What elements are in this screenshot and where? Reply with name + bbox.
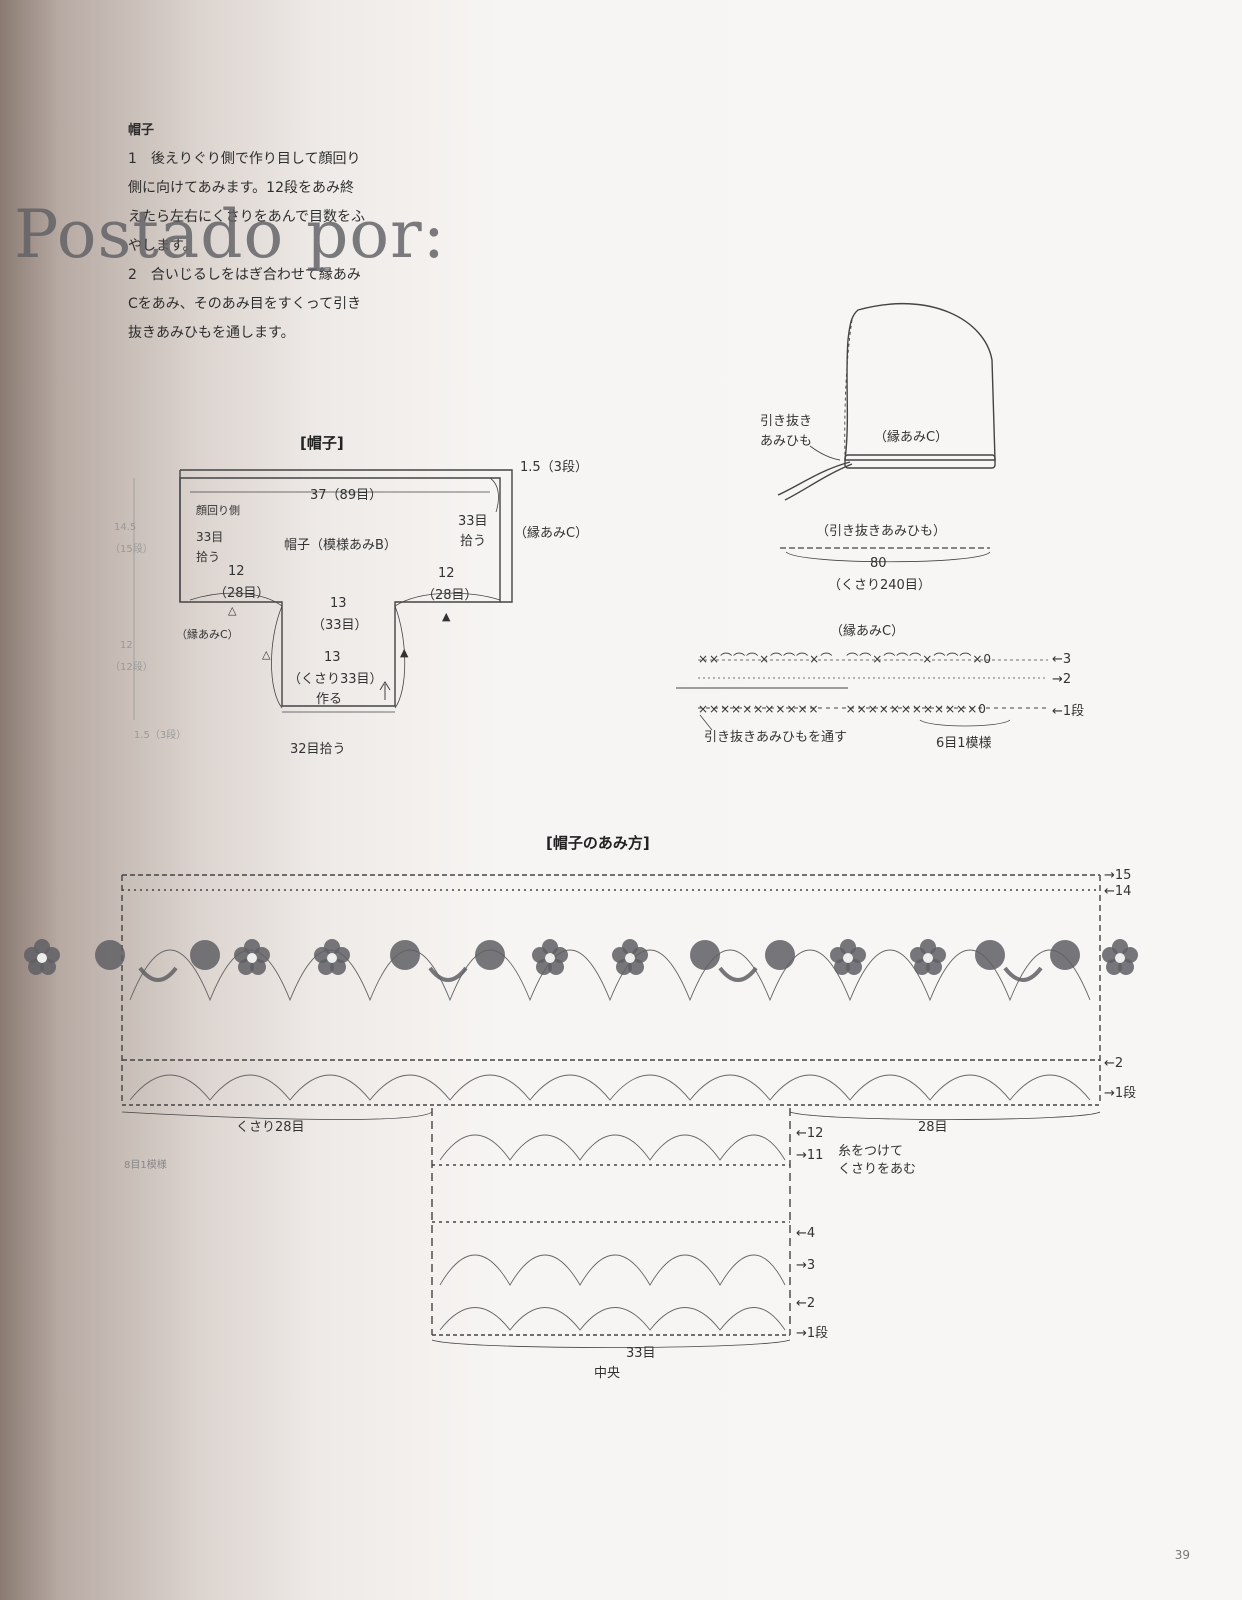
stitch-row-1: ××××××××××× ××××××××××××0 [698,702,987,716]
instructions-heading: 帽子 [128,123,155,138]
face-edge-label: 顔回り側 [196,504,240,517]
side-h1: 14.5 [114,522,137,533]
side-h1b: （15段） [110,544,153,555]
left-chain-label: くさり28目 [236,1120,305,1135]
mid-33-label: （33目） [312,618,368,633]
lower-row-3: →3 [796,1258,816,1273]
lower-row-2: ←2 [796,1296,816,1311]
right-28-label: 28目 [918,1120,948,1135]
attach-note-b: くさりをあむ [838,1162,917,1177]
stitch-row-3: ××⌒⌒⌒×⌒⌒⌒×⌒ ⌒⌒×⌒⌒⌒×⌒⌒⌒×0 [698,652,993,666]
body-label: 帽子（模様あみB） [284,538,397,553]
tie-label-a: 引き抜き [760,414,813,429]
bonnet-edge-label: （縁あみC） [874,430,949,445]
side-h3: 1.5（3段） [134,730,187,741]
edge-rows-label: 1.5（3段） [520,460,588,475]
schematic-title: [帽子] [300,434,344,452]
side-h2b: （12段） [110,662,153,673]
page-number: 39 [1174,1548,1190,1562]
bot-make-label: 作る [316,692,343,707]
pickup-right-a: 33目 [458,514,488,529]
side-h2: 12 [120,640,133,651]
pickup-left-b: 拾う [196,550,221,564]
pickup-left-a: 33目 [196,530,224,544]
center-label: 中央 [594,1366,621,1381]
bot-pickup-label: 32目拾う [290,742,346,757]
face-mouths [138,966,1043,982]
repeat-note: 8目1模様 [124,1160,167,1171]
left-12-label: 12 [228,564,245,579]
bottom-count-label: 33目 [626,1346,656,1361]
top-width-label: 37（89目） [310,488,383,503]
right-28-label: （28目） [422,588,478,603]
bot-13-label: 13 [324,650,341,665]
row-15: →15 [1104,868,1132,883]
edge-c-row1: ←1段 [1052,704,1085,719]
shell-pattern [129,949,1091,1331]
pickup-right-b: 拾う [460,534,487,549]
open-triangle-icon: △ [262,648,271,661]
cord-title: （引き抜きあみひも） [816,524,947,539]
edge-c-left-label: （縁あみC） [176,628,239,641]
edge-c-note-left: 引き抜きあみひもを通す [704,730,848,745]
instruction-line: Cをあみ、そのあみ目をすくって引き [128,296,362,312]
tie-label-b: あみひも [760,434,813,449]
edge-strip-right [500,469,513,603]
cord-chain: （くさり240目） [828,578,931,593]
bonnet-outline [844,302,996,461]
lower-row-4: ←4 [796,1226,816,1241]
instruction-line: やします。 [128,238,197,254]
row-12: ←12 [796,1126,824,1141]
row-2: ←2 [1104,1056,1124,1071]
instruction-line: 側に向けてあみます。12段をあみ終 [128,180,354,196]
open-triangle-icon: △ [228,604,237,617]
cord-length: 80 [870,556,887,571]
mid-13-label: 13 [330,596,347,611]
instruction-line: 1 後えりぐり側で作り目して顔回り [128,151,361,167]
right-12-label: 12 [438,566,455,581]
row-14: ←14 [1104,884,1132,899]
schematic-outline [179,477,501,707]
instructions-block: 帽子 1 後えりぐり側で作り目して顔回り 側に向けてあみます。12段をあみ終 え… [128,116,448,348]
watermark-text: Postado por: [14,196,446,273]
edge-c-title: （縁あみC） [830,624,905,639]
edge-c-right-label: （縁あみC） [514,526,589,541]
edge-c-note-right: 6目1模様 [936,736,992,751]
row-1: →1段 [1104,1086,1137,1101]
main-chart-title: [帽子のあみ方] [546,834,650,852]
instruction-line: 抜きあみひもを通します。 [128,325,295,341]
instruction-line: えたら左右にくさりをあんで目数をふ [128,209,366,225]
edge-c-row3: ←3 [1052,652,1072,667]
left-28-label: （28目） [214,586,270,601]
edge-c-row2: →2 [1052,672,1072,687]
filled-triangle-icon: ▲ [442,610,451,623]
bot-chain-label: （くさり33目） [288,672,383,687]
filled-triangle-icon: ▲ [400,646,409,659]
instruction-line: 2 合いじるしをはぎ合わせて縁あみ [128,267,361,283]
attach-note-a: 糸をつけて [838,1144,904,1159]
row-11: →11 [796,1148,824,1163]
flower-banner [24,939,1138,975]
lower-row-1: →1段 [796,1326,829,1341]
